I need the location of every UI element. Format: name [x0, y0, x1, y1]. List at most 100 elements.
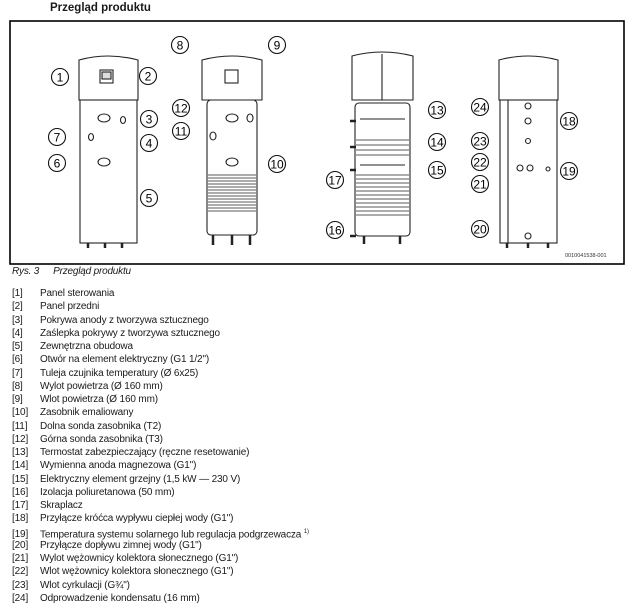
legend-text: Wylot powietrza (Ø 160 mm): [40, 380, 163, 392]
callout-circle: [267, 35, 287, 55]
legend-number: [15]: [12, 473, 29, 485]
legend-number: [10]: [12, 407, 29, 419]
legend-number: [23]: [12, 579, 29, 591]
legend-number: [3]: [12, 314, 23, 326]
callout-number: 13: [430, 104, 444, 118]
callout-number: 7: [54, 131, 61, 145]
legend-item: [6] Otwór na element elektryczny (G1 1/2"…: [12, 353, 309, 366]
legend-item: [7]Tuleja czujnika temperatury (Ø 6x25): [12, 367, 309, 380]
callout-number: 18: [562, 115, 576, 129]
legend-number: [9]: [12, 394, 23, 405]
callout-circle: [470, 174, 490, 194]
legend-item: [1] Panel sterowania: [12, 287, 309, 300]
callout-circle: [50, 67, 70, 87]
callout-number: 16: [328, 224, 342, 238]
callout-number: 20: [473, 223, 487, 237]
legend-number: [20]: [12, 539, 29, 551]
legend-text: Panel przedni: [40, 301, 100, 313]
legend-text: Wymienna anoda magnezowa (G1"): [40, 460, 197, 472]
footnote-marker: 1): [303, 528, 309, 535]
legend-number: [11]: [12, 420, 28, 432]
callout-circle: [559, 161, 579, 181]
legend-item: [14] Wymienna anoda magnezowa (G1"): [12, 459, 309, 472]
legend-item: [15]Elektryczny element grzejny (1,5 kW …: [12, 473, 309, 486]
callout-13: 13: [427, 100, 447, 120]
callout-3: 3: [139, 109, 159, 129]
legend-number: [5]: [12, 341, 23, 352]
figure-frame: [9, 20, 625, 265]
callout-number: 10: [270, 158, 284, 172]
legend-text: Panel sterowania: [40, 288, 115, 299]
callout-number: 24: [473, 101, 487, 115]
unit-front: [78, 55, 139, 248]
legend-text: Odprowadzenie kondensatu (16 mm): [40, 592, 200, 604]
legend-item: [22] Wlot wężownicy kolektora słonecznego…: [12, 565, 309, 578]
callout-24: 24: [470, 97, 490, 117]
callout-circle: [267, 154, 287, 174]
callout-number: 11: [175, 125, 188, 139]
callout-circle: [139, 133, 159, 153]
legend-number: [17]: [12, 500, 29, 511]
callout-circle: [470, 219, 490, 239]
legend-number: [1]: [12, 288, 23, 299]
legend-item: [20]Przyłącze dopływu zimnej wody (G1"): [12, 539, 309, 552]
callout-number: 23: [473, 135, 487, 149]
legend-number: [16]: [12, 486, 29, 498]
legend-text: Termostat zabezpieczający (ręczne reseto…: [40, 447, 250, 458]
callout-8: 8: [170, 35, 190, 55]
callout-number: 15: [430, 164, 444, 178]
callout-19: 19: [559, 161, 579, 181]
callout-circle: [138, 66, 158, 86]
legend-number: [19]: [12, 528, 29, 540]
anode-cover: [97, 113, 111, 123]
callout-circle: [139, 109, 159, 129]
callout-circle: [170, 35, 190, 55]
callout-17: 17: [325, 170, 345, 190]
legend-number: [22]: [12, 566, 29, 578]
legend-number: [14]: [12, 460, 29, 472]
figure-code: 0010041538-001: [565, 253, 607, 259]
legend-text: Wlot powietrza (Ø 160 mm): [40, 394, 158, 405]
callout-9: 9: [267, 35, 287, 55]
legend-text: Przyłącze króćca wypływu ciepłej wody (G…: [40, 513, 234, 525]
callout-circle: [427, 100, 447, 120]
unit-cutaway: [350, 51, 414, 244]
legend-item: [8] Wylot powietrza (Ø 160 mm): [12, 380, 309, 393]
callout-number: 4: [146, 137, 153, 151]
legend-number: [18]: [12, 513, 29, 525]
legend-number: [4]: [12, 327, 23, 339]
legend-item: [17] Skraplacz: [12, 499, 309, 512]
legend-number: [21]: [12, 553, 29, 564]
callout-11: 11: [171, 121, 191, 141]
legend-text: Wlot wężownicy kolektora słonecznego (G1…: [40, 566, 234, 578]
legend-text: Zaślepka pokrywy z tworzywa sztucznego: [40, 327, 220, 339]
legend-text: Dolna sonda zasobnika (T2): [40, 420, 162, 432]
callout-21: 21: [470, 174, 490, 194]
callout-number: 2: [145, 70, 152, 84]
legend-item: [23]Wlot cyrkulacji (G¾"): [12, 579, 309, 592]
callout-23: 23: [470, 131, 490, 151]
callout-20: 20: [470, 219, 490, 239]
callout-18: 18: [559, 111, 579, 131]
legend-item: [19] Temperatura systemu solarnego lub re…: [12, 526, 309, 540]
legend-number: [6]: [12, 354, 23, 366]
legend-number: [8]: [12, 380, 23, 392]
legend-item: [10] Zasobnik emaliowany: [12, 406, 309, 419]
legend-text: Temperatura systemu solarnego lub regula…: [40, 528, 302, 540]
callout-circle: [139, 188, 159, 208]
callout-4: 4: [139, 133, 159, 153]
legend-text: Zasobnik emaliowany: [40, 407, 134, 419]
callout-14: 14: [427, 132, 447, 152]
callout-circle: [470, 131, 490, 151]
callout-number: 6: [54, 157, 61, 171]
callout-12: 12: [171, 98, 191, 118]
legend-text: Otwór na element elektryczny (G1 1/2"): [40, 354, 210, 366]
legend-item: [4] Zaślepka pokrywy z tworzywa sztuczneg…: [12, 327, 309, 340]
callout-circle: [470, 152, 490, 172]
legend-text: Skraplacz: [40, 500, 83, 511]
callout-circle: [559, 111, 579, 131]
figure-caption-text: Przegląd produktu: [53, 266, 131, 277]
callout-7: 7: [47, 127, 67, 147]
